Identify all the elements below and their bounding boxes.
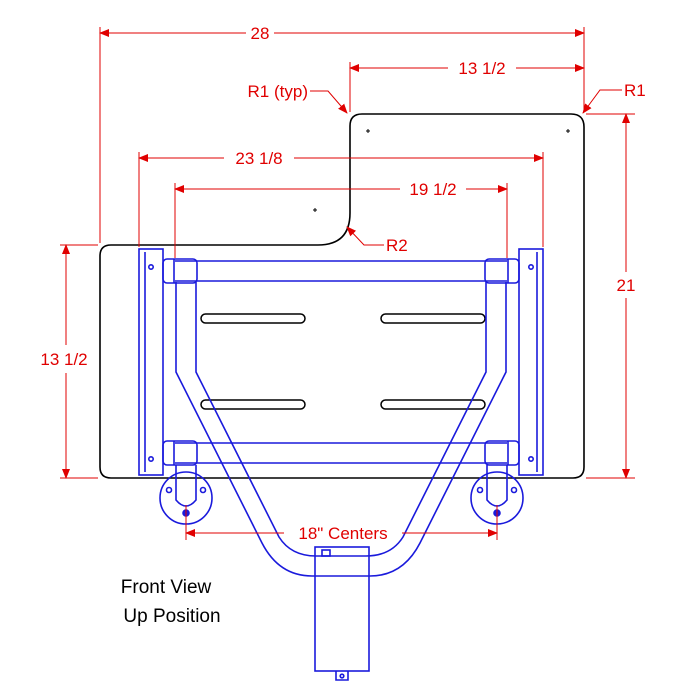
dimension-lines [60,27,635,540]
seat-outline [99,113,585,479]
dim-top-width: 13 1/2 [458,59,505,78]
seat-frame [138,248,544,681]
dim-overall-width: 28 [251,24,270,43]
dim-frame-width: 19 1/2 [409,180,456,199]
slot [380,313,486,324]
latch-box [314,546,370,672]
seat-slots [200,313,486,410]
dimension-labels: 28 13 1/2 23 1/8 19 1/2 21 13 1/2 R1 (ty… [40,24,645,543]
dim-overall-height: 21 [617,276,636,295]
slot [200,399,306,410]
dim-inner-width: 23 1/8 [235,149,282,168]
dim-radius-notch: R2 [386,236,408,255]
dim-radius-corner: R1 [624,81,646,100]
slot [380,399,486,410]
dim-mount-centers: 18" Centers [298,524,387,543]
right-bracket [518,248,544,476]
caption-line-1: Front View [121,577,212,598]
left-bracket [138,248,164,476]
view-caption: Front View Up Position [121,577,221,627]
caption-line-2: Up Position [123,606,220,627]
dim-lower-height: 13 1/2 [40,350,87,369]
reference-marks [313,129,570,212]
slot [200,313,306,324]
dim-radius-typical: R1 (typ) [248,82,308,101]
